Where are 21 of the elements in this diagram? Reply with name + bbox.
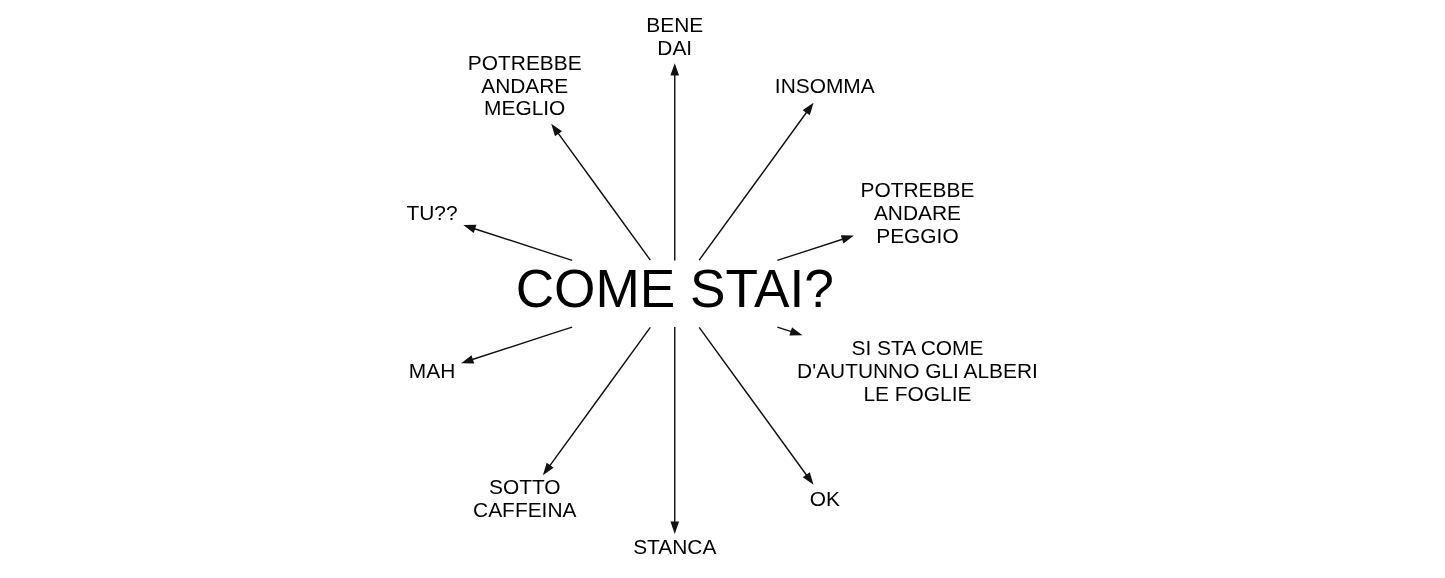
node-text: SI STA COME D'AUTUNNO GLI ALBERI LE FOGLIE — [797, 336, 1038, 405]
arrow — [776, 235, 854, 262]
node-text: MAH — [408, 358, 456, 382]
arrow — [670, 63, 680, 262]
node-text: INSOMMA — [774, 73, 875, 97]
node-text: COME STAI? — [515, 258, 834, 318]
node-text: POTREBBE ANDARE MEGLIO — [467, 50, 582, 120]
node-text: TU?? — [406, 201, 458, 225]
node-text: POTREBBE ANDARE PEGGIO — [860, 178, 975, 248]
node-text: STANCA — [633, 535, 717, 559]
arrow — [776, 326, 803, 336]
arrow — [461, 326, 573, 364]
arrow — [463, 224, 573, 262]
node-text: OK — [809, 486, 840, 510]
node-text: BENE DAI — [646, 13, 704, 60]
node-text: SOTTO CAFFEINA — [473, 475, 577, 521]
arrow — [698, 102, 814, 261]
arrow — [542, 326, 652, 476]
arrow — [670, 326, 680, 534]
arrow — [551, 123, 652, 261]
arrow — [698, 326, 814, 485]
